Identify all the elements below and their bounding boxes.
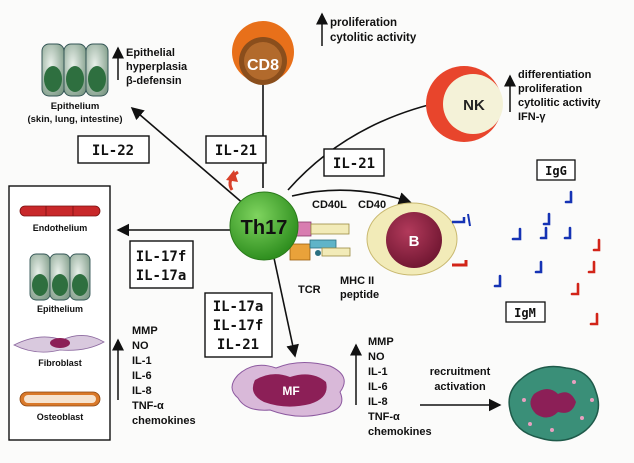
autocrine-arrowhead bbox=[226, 170, 238, 182]
epithelium-icon-panel bbox=[29, 253, 91, 301]
svg-text:IL-17a: IL-17a bbox=[136, 268, 187, 284]
epithelium-top-sublabel: (skin, lung, intestine) bbox=[27, 114, 122, 125]
mhc-molecule bbox=[309, 239, 337, 249]
osteoblast-icon bbox=[19, 391, 101, 407]
neutrophil bbox=[508, 365, 600, 442]
box-il22: IL-22 bbox=[77, 135, 150, 164]
epithelial-effect-1: Epithelial bbox=[126, 47, 175, 59]
nk-effect-2: proliferation bbox=[518, 83, 582, 95]
tcr-molecule bbox=[289, 243, 311, 261]
arrow-to-macrophage bbox=[273, 257, 299, 358]
igm-box: IgM bbox=[505, 301, 546, 323]
fibroblast-icon bbox=[13, 335, 105, 353]
nk-label: NK bbox=[463, 97, 485, 114]
box-il17-group: IL-17a IL-17f IL-21 bbox=[204, 292, 273, 358]
peptide-icon bbox=[315, 250, 321, 256]
th17-label: Th17 bbox=[241, 217, 288, 239]
stromal-mediator-6: TNF-α bbox=[132, 400, 164, 412]
stromal-mediator-4: IL-6 bbox=[132, 370, 152, 382]
cd8-cell: CD8 bbox=[232, 21, 294, 85]
stromal-cell-2-label: Epithelium bbox=[37, 304, 83, 314]
box-il21-top: IL-21 bbox=[205, 135, 267, 164]
stromal-cell-3-label: Fibroblast bbox=[38, 358, 82, 368]
antibody-scatter bbox=[493, 190, 601, 326]
cd40l-label: CD40L bbox=[312, 199, 347, 211]
box-il17f-il17a: IL-17f IL-17a bbox=[129, 240, 194, 289]
stromal-cell-4-label: Osteoblast bbox=[37, 412, 84, 422]
th17-cell: Th17 bbox=[229, 191, 299, 261]
nk-effect-1: differentiation bbox=[518, 69, 592, 81]
svg-text:IL-17a: IL-17a bbox=[213, 299, 264, 315]
endothelium-icon bbox=[19, 205, 101, 217]
stromal-mediator-1: MMP bbox=[132, 325, 158, 337]
mhc-label: MHC II bbox=[340, 275, 374, 287]
epithelium-top-label: Epithelium bbox=[51, 101, 100, 112]
stromal-mediator-7: chemokines bbox=[132, 415, 196, 427]
mf-outcome-2: activation bbox=[434, 381, 486, 393]
cd40-molecule bbox=[310, 223, 350, 235]
svg-text:IL-21: IL-21 bbox=[217, 337, 259, 353]
cd8-effect-1: proliferation bbox=[330, 17, 397, 29]
stromal-cell-1-label: Endothelium bbox=[33, 223, 88, 233]
nk-cell: NK bbox=[426, 66, 503, 142]
cd40-label: CD40 bbox=[358, 199, 386, 211]
arrow-to-bcell bbox=[291, 189, 412, 205]
macrophage-label: MF bbox=[282, 384, 299, 398]
svg-text:IL-17f: IL-17f bbox=[213, 318, 264, 334]
mf-mediator-6: TNF-α bbox=[368, 411, 400, 423]
arrow-to-epithelium bbox=[130, 106, 246, 206]
svg-text:IL-21: IL-21 bbox=[215, 143, 257, 159]
igg-box: IgG bbox=[536, 159, 576, 181]
mf-mediator-5: IL-8 bbox=[368, 396, 388, 408]
epithelial-effect-3: β-defensin bbox=[126, 75, 182, 87]
mf-mediator-1: MMP bbox=[368, 336, 394, 348]
mf-mediator-2: NO bbox=[368, 351, 385, 363]
cd8-label: CD8 bbox=[247, 57, 279, 74]
cd8-effect-2: cytolitic activity bbox=[330, 32, 417, 44]
svg-text:IL-22: IL-22 bbox=[92, 143, 134, 159]
peptide-label: peptide bbox=[340, 289, 379, 301]
epithelial-effect-2: hyperplasia bbox=[126, 61, 188, 73]
mf-outcome-1: recruitment bbox=[430, 366, 491, 378]
stromal-mediator-2: NO bbox=[132, 340, 149, 352]
svg-text:IgM: IgM bbox=[514, 306, 536, 320]
nk-effect-3: cytolitic activity bbox=[518, 97, 601, 109]
bcell-label: B bbox=[409, 233, 420, 250]
stromal-mediator-3: IL-1 bbox=[132, 355, 152, 367]
mf-mediator-7: chemokines bbox=[368, 426, 432, 438]
macrophage: MF bbox=[231, 362, 345, 417]
tcr-label: TCR bbox=[298, 284, 321, 296]
stromal-mediator-5: IL-8 bbox=[132, 385, 152, 397]
nk-effect-4: IFN-γ bbox=[518, 111, 546, 123]
mf-mediator-4: IL-6 bbox=[368, 381, 388, 393]
svg-text:IgG: IgG bbox=[545, 164, 567, 178]
mf-mediator-3: IL-1 bbox=[368, 366, 388, 378]
bcell-secreted-antibodies bbox=[452, 213, 471, 267]
arrows bbox=[112, 12, 516, 412]
box-il21-right: IL-21 bbox=[323, 148, 385, 177]
svg-text:IL-21: IL-21 bbox=[333, 156, 375, 172]
bcell: B bbox=[366, 202, 458, 276]
epithelium-cells-top bbox=[41, 43, 109, 97]
svg-text:IL-17f: IL-17f bbox=[136, 249, 187, 265]
